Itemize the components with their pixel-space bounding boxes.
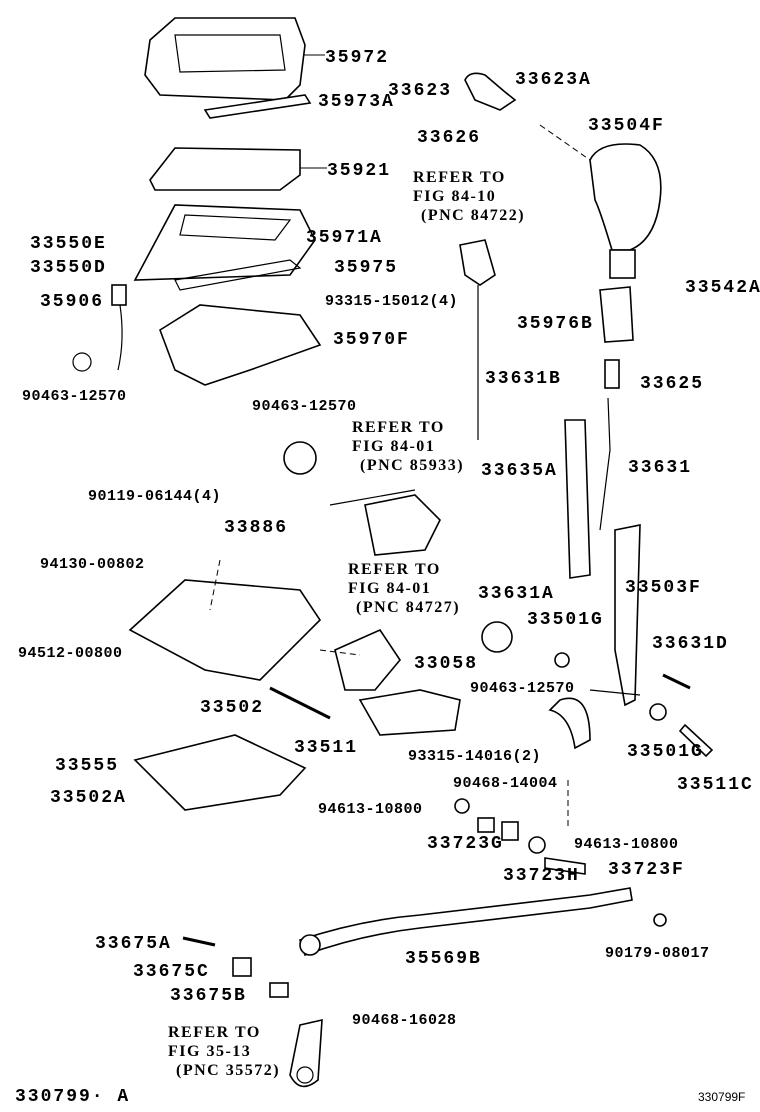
part-shapes	[72, 17, 714, 1088]
knob-sleeve	[599, 286, 634, 343]
part-number-label: 33623	[388, 81, 452, 101]
part-number-label: 90119-06144(4)	[88, 488, 221, 505]
indicator-plate	[149, 147, 301, 191]
strip	[203, 94, 312, 119]
knob-button	[464, 72, 517, 111]
shift-lever	[614, 524, 641, 707]
part-number-labels: 35972 33623 33623A 35973A 33626 33504F 35921 35…	[18, 48, 760, 1029]
reference-note-line: FIG 84-10	[413, 188, 496, 205]
part-number-label: 33723F	[608, 860, 685, 880]
part-number-label: 33555	[55, 756, 119, 776]
part-number-label: 33723H	[503, 866, 580, 886]
part-number-label: 35975	[334, 258, 398, 278]
part-number-label: 33502A	[50, 788, 127, 808]
part-number-label: 35973A	[318, 92, 395, 112]
lower-lever	[289, 1018, 323, 1088]
part-number-label: 33501G	[627, 742, 704, 762]
part-number-label: 33631	[628, 458, 692, 478]
part-number-label: 33511C	[677, 775, 754, 795]
part-number-label: 35976B	[517, 314, 594, 334]
base-plate	[128, 579, 322, 681]
clip	[283, 441, 317, 475]
part-number-label: 33635A	[481, 461, 558, 481]
reference-notes: REFER TO FIG 84-10 (PNC 84722) REFER TO FIG …	[168, 169, 525, 1079]
reference-note-line: REFER TO	[348, 561, 441, 578]
part-number-label: 33675B	[170, 986, 247, 1006]
shift-base	[159, 304, 322, 386]
reference-note-line: FIG 35-13	[168, 1043, 251, 1060]
part-number-label: 35971A	[306, 228, 383, 248]
part-number-label: 33886	[224, 518, 288, 538]
part-number-label: 33723G	[427, 834, 504, 854]
part-number-label: 33675A	[95, 934, 172, 954]
reference-note-line: REFER TO	[168, 1024, 261, 1041]
knob-neck	[609, 249, 636, 279]
part-number-label: 90468-14004	[453, 775, 558, 792]
part-number-label: 90179-08017	[605, 945, 710, 962]
part-number-label: 33550E	[30, 234, 107, 254]
part-number-label: 35906	[40, 292, 104, 312]
part-number-label: 33058	[414, 654, 478, 674]
part-number-label: 33631B	[485, 369, 562, 389]
part-number-label: 33625	[640, 374, 704, 394]
rod	[599, 397, 611, 531]
shift-knob	[589, 143, 662, 251]
reference-note-line: (PNC 85933)	[360, 457, 464, 474]
reference-note-line: (PNC 35572)	[176, 1062, 280, 1079]
slider-plate	[564, 419, 591, 579]
reference-note-line: REFER TO	[352, 419, 445, 436]
reference-note-line: FIG 84-01	[348, 580, 431, 597]
reference-note-line: REFER TO	[413, 169, 506, 186]
part-number-label: 33501G	[527, 610, 604, 630]
part-number-label: 94512-00800	[18, 645, 123, 662]
diagram-id-left: 330799· A	[15, 1087, 130, 1107]
part-number-label: 33631D	[652, 634, 729, 654]
part-number-label: 33511	[294, 738, 358, 758]
part-number-label: 93315-14016(2)	[408, 748, 541, 765]
reference-note-line: (PNC 84722)	[421, 207, 525, 224]
harness-module	[364, 494, 441, 556]
part-number-label: 33542A	[685, 278, 760, 298]
part-number-label: 33675C	[133, 962, 210, 982]
housing	[133, 204, 316, 281]
switch-block	[459, 239, 496, 286]
console-cover	[144, 17, 306, 101]
part-number-label: 33502	[200, 698, 264, 718]
part-number-label: 90468-16028	[352, 1012, 457, 1029]
part-number-label: 94130-00802	[40, 556, 145, 573]
part-number-label: 33623A	[515, 70, 592, 90]
part-number-label: 33626	[417, 128, 481, 148]
part-number-label: 90463-12570	[22, 388, 127, 405]
part-number-label: 35970F	[333, 330, 410, 350]
part-number-label: 35972	[325, 48, 389, 68]
part-number-label: 90463-12570	[252, 398, 357, 415]
reference-note-line: (PNC 84727)	[356, 599, 460, 616]
part-number-label: 33550D	[30, 258, 107, 278]
part-number-label: 33504F	[588, 116, 665, 136]
plate-cover	[133, 734, 307, 811]
part-number-label: 93315-15012(4)	[325, 293, 458, 310]
part-number-label: 35569B	[405, 949, 482, 969]
diagram-id-right: 330799F	[698, 1090, 745, 1104]
part-number-label: 94613-10800	[574, 836, 679, 853]
part-number-label: 33631A	[478, 584, 555, 604]
part-number-label: 90463-12570	[470, 680, 575, 697]
part-number-label: 35921	[327, 161, 391, 181]
pin	[604, 359, 620, 389]
reference-note-line: FIG 84-01	[352, 438, 435, 455]
part-number-label: 33503F	[625, 578, 702, 598]
solenoid	[358, 689, 461, 736]
part-number-label: 94613-10800	[318, 801, 423, 818]
bulb-socket	[111, 284, 127, 306]
control-rod	[298, 887, 633, 957]
